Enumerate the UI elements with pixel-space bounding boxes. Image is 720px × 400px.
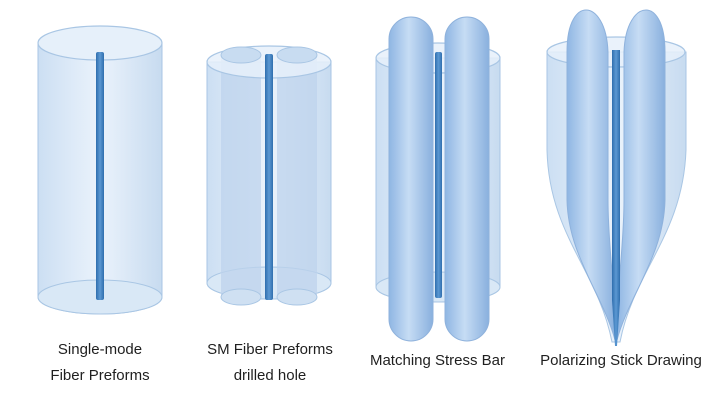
- caption-single-mode: Single-mode Fiber Preforms: [20, 337, 180, 389]
- fiber-core: [96, 52, 104, 300]
- caption-line: drilled hole: [233, 367, 307, 384]
- stress-rod-left: [388, 16, 434, 342]
- fiber-core: [265, 54, 273, 300]
- fiber-core: [435, 52, 442, 298]
- drilled-hole-right: [276, 52, 318, 306]
- caption-line: SM Fiber Preforms: [207, 341, 333, 358]
- stress-rod-left: [566, 9, 616, 341]
- single-mode-preform-cylinder: [37, 25, 163, 315]
- caption-line: Single-mode: [57, 341, 143, 358]
- stress-bar-preform: [375, 16, 501, 342]
- caption-line: Polarizing Stick Drawing: [540, 352, 702, 369]
- polarizing-drawing-preform: [546, 9, 687, 346]
- caption-drilled-hole: SM Fiber Preforms drilled hole: [185, 337, 355, 389]
- stress-rod-right: [444, 16, 490, 342]
- caption-stress-bar: Matching Stress Bar: [360, 348, 515, 374]
- stress-rod-right: [616, 9, 666, 341]
- caption-polarizing-drawing: Polarizing Stick Drawing: [528, 348, 714, 374]
- drilled-hole-left: [220, 52, 262, 306]
- caption-line: Matching Stress Bar: [369, 352, 506, 369]
- fiber-core: [612, 50, 620, 346]
- caption-line: Fiber Preforms: [50, 367, 150, 384]
- drilled-preform-cylinder: [206, 45, 332, 306]
